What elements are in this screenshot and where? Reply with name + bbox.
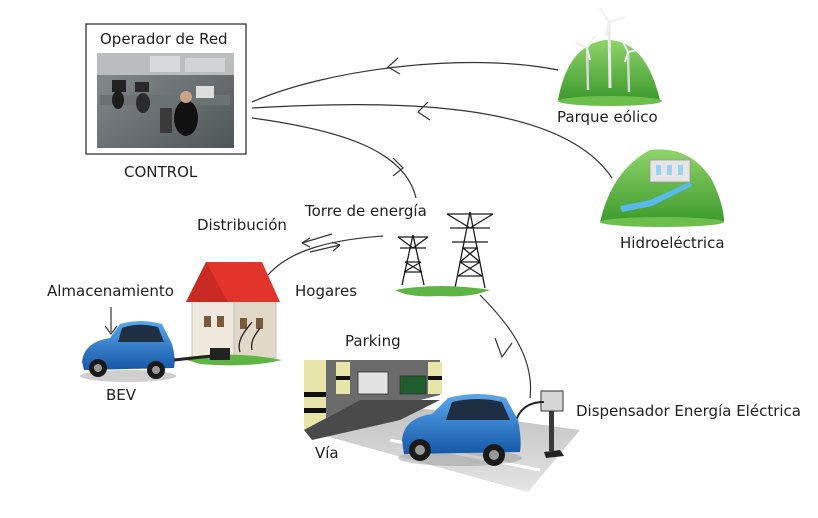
parking-label: Parking — [345, 332, 401, 350]
storage-label: Almacenamiento — [47, 282, 174, 300]
control-room-panel — [85, 23, 247, 155]
operator-label: Operador de Red — [100, 30, 228, 48]
power-tower-illustration — [397, 211, 494, 289]
house-illustration — [180, 262, 282, 366]
road-label: Vía — [315, 444, 339, 462]
distribution-label: Distribución — [197, 216, 287, 234]
tower-grass — [395, 286, 490, 297]
flow-arrows — [104, 57, 613, 399]
tower-label: Torre de energía — [305, 202, 427, 220]
control-room-photo — [97, 53, 234, 148]
wind-park-illustration — [558, 7, 662, 106]
wind-park-label: Parque eólico — [557, 108, 658, 126]
control-label: CONTROL — [124, 163, 198, 181]
charging-car-illustration — [398, 394, 522, 466]
bev-car-illustration — [80, 321, 213, 382]
dispenser-label: Dispensador Energía Eléctrica — [576, 402, 801, 420]
hydro-label: Hidroeléctrica — [620, 234, 725, 252]
bev-label: BEV — [106, 386, 137, 404]
hydro-plant-illustration — [600, 149, 724, 227]
homes-label: Hogares — [295, 282, 358, 300]
